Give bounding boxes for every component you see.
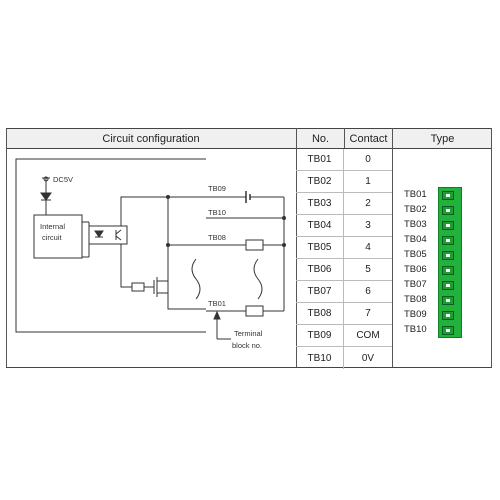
terminal-note-line1: Terminal bbox=[234, 329, 263, 338]
type-label: TB10 bbox=[404, 324, 427, 335]
type-label: TB06 bbox=[404, 264, 427, 275]
table-row: TB06 5 bbox=[296, 259, 392, 281]
photocoupler-icon bbox=[88, 225, 128, 245]
table-row: TB10 0V bbox=[296, 347, 392, 369]
header-no: No. bbox=[296, 128, 344, 149]
table-row: TB09 COM bbox=[296, 325, 392, 347]
header-contact: Contact bbox=[344, 128, 392, 149]
contact-value: 6 bbox=[365, 286, 371, 297]
load-icon bbox=[245, 239, 264, 251]
terminal-no: TB09 bbox=[296, 325, 344, 346]
table-row: TB03 2 bbox=[296, 193, 392, 215]
terminal-no: TB07 bbox=[296, 281, 344, 302]
type-label: TB01 bbox=[404, 189, 427, 200]
contact-value: 4 bbox=[365, 242, 371, 253]
contact-value: 3 bbox=[365, 220, 371, 231]
type-label: TB02 bbox=[404, 204, 427, 215]
supply-node bbox=[43, 176, 49, 182]
internal-circuit-box bbox=[33, 214, 83, 259]
tb10-label: TB10 bbox=[208, 208, 226, 217]
terminal-no: TB04 bbox=[296, 215, 344, 236]
contact-value: 0V bbox=[361, 352, 375, 364]
terminal-no: TB03 bbox=[296, 193, 344, 214]
terminal-no: TB06 bbox=[296, 259, 344, 280]
terminal-table: Circuit configuration No. Contact Type T… bbox=[6, 128, 492, 369]
unit-outline bbox=[15, 158, 206, 333]
omission-mark bbox=[253, 258, 263, 300]
type-label: TB05 bbox=[404, 249, 427, 260]
connector-pin-icon bbox=[442, 281, 454, 290]
contact-value: 5 bbox=[365, 264, 371, 275]
terminal-no: TB01 bbox=[296, 149, 344, 170]
connector-pin-icon bbox=[442, 326, 454, 335]
table-row: TB05 4 bbox=[296, 237, 392, 259]
table-bottom-border bbox=[6, 367, 492, 368]
table-right-border bbox=[491, 128, 492, 368]
table-row: TB04 3 bbox=[296, 215, 392, 237]
type-terminal-labels: TB01 TB02 TB03 TB04 TB05 TB06 TB07 TB08 … bbox=[404, 187, 438, 337]
table-left-border bbox=[6, 128, 7, 368]
terminal-block-connector bbox=[438, 187, 462, 338]
load-icon bbox=[245, 305, 264, 317]
contact-value: COM bbox=[356, 330, 380, 341]
terminal-note-line2: block no. bbox=[232, 341, 262, 350]
resistor-icon bbox=[131, 282, 145, 292]
supply-label: DC5V bbox=[53, 175, 73, 184]
diode-icon bbox=[40, 192, 52, 201]
header-type: Type bbox=[392, 128, 492, 149]
terminal-no: TB05 bbox=[296, 237, 344, 258]
omission-mark bbox=[191, 258, 201, 300]
table-divider bbox=[296, 128, 297, 368]
tb09-label: TB09 bbox=[208, 184, 226, 193]
contact-value: 7 bbox=[365, 308, 371, 319]
table-row: TB08 7 bbox=[296, 303, 392, 325]
internal-circuit-label-line1: Internal bbox=[40, 222, 65, 231]
terminal-no: TB08 bbox=[296, 303, 344, 324]
header-circuit-configuration: Circuit configuration bbox=[6, 128, 296, 149]
connector-pin-icon bbox=[442, 221, 454, 230]
contact-value: 1 bbox=[365, 176, 371, 187]
table-row: TB02 1 bbox=[296, 171, 392, 193]
table-row: TB01 0 bbox=[296, 149, 392, 171]
connector-pin-icon bbox=[442, 311, 454, 320]
type-label: TB08 bbox=[404, 294, 427, 305]
type-label: TB07 bbox=[404, 279, 427, 290]
table-row: TB07 6 bbox=[296, 281, 392, 303]
connector-pin-icon bbox=[442, 266, 454, 275]
arrow-icon bbox=[213, 310, 221, 320]
contact-value: 0 bbox=[365, 154, 371, 165]
contact-value: 2 bbox=[365, 198, 371, 209]
connector-pin-icon bbox=[442, 191, 454, 200]
terminal-no: TB10 bbox=[296, 347, 344, 369]
type-label: TB04 bbox=[404, 234, 427, 245]
type-label: TB09 bbox=[404, 309, 427, 320]
com-wire bbox=[120, 196, 206, 310]
tb01-label: TB01 bbox=[208, 299, 226, 308]
connector-pin-icon bbox=[442, 296, 454, 305]
connector-pin-icon bbox=[442, 206, 454, 215]
terminal-no: TB02 bbox=[296, 171, 344, 192]
connector-pin-icon bbox=[442, 251, 454, 260]
internal-circuit-label-line2: circuit bbox=[42, 233, 63, 242]
connector-pin-icon bbox=[442, 236, 454, 245]
table-divider bbox=[392, 128, 393, 368]
tb08-label: TB08 bbox=[208, 233, 226, 242]
type-label: TB03 bbox=[404, 219, 427, 230]
circuit-diagram: DC5V Internal circuit TB09 TB10 TB08 TB0… bbox=[15, 158, 286, 350]
